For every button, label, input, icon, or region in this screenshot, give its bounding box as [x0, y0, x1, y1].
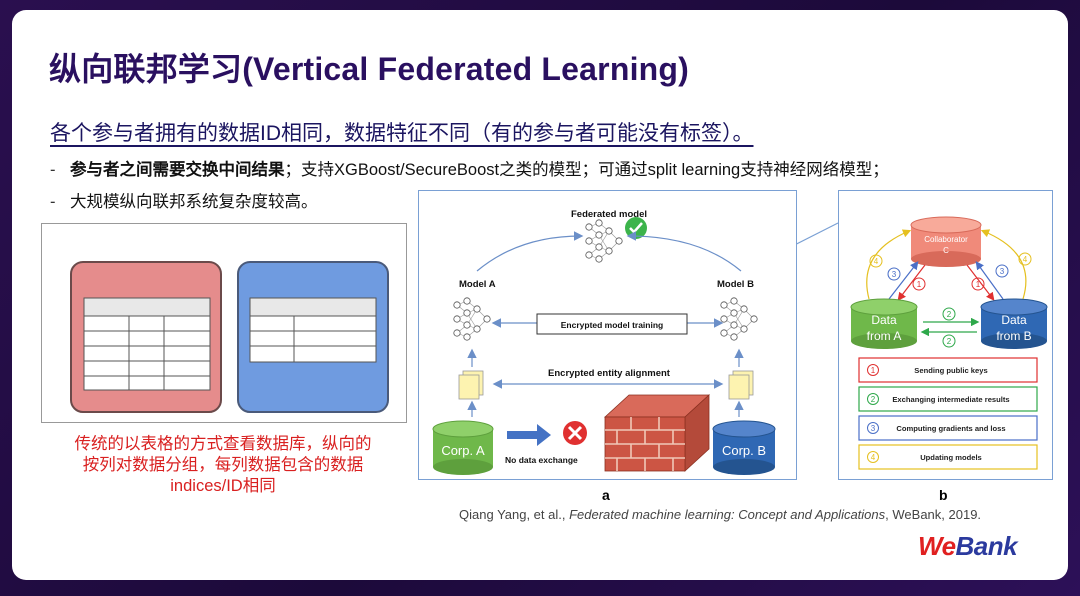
slide-subtitle: 各个参与者拥有的数据ID相同，数据特征不同（有的参与者可能没有标签）。	[50, 122, 754, 145]
database-table-illustration	[41, 223, 407, 423]
table-illustration-svg	[70, 261, 389, 413]
corp-a-database-icon	[432, 420, 494, 475]
step-2-top: 2	[947, 310, 952, 319]
data-a-label-1: Data	[871, 313, 897, 327]
bullet-2: -大规模纵向联邦系统复杂度较高。	[50, 188, 318, 212]
data-a-database-icon	[850, 298, 918, 349]
legend-item-box	[858, 386, 1038, 412]
arrow-update-b	[980, 229, 1027, 300]
no-data-exchange-label: No data exchange	[505, 455, 578, 465]
legend-item: 3 Computing gradients and loss	[858, 415, 1038, 441]
legend-item-box	[858, 444, 1038, 470]
corp-a-label: Corp. A	[441, 443, 485, 458]
legend-number-circle	[867, 393, 879, 405]
arrow-key-b	[966, 264, 995, 301]
legend-number: 2	[871, 395, 876, 404]
data-b-label-2: from B	[996, 329, 1031, 343]
collaborator-label-2: C	[943, 246, 949, 255]
step-number-circles: 4 3 1 4 3 1	[869, 252, 1032, 291]
federated-model-network-icon	[585, 219, 623, 263]
legend-item: 1 Sending public keys	[858, 357, 1038, 383]
legend-number-circle	[867, 451, 879, 463]
blocked-x-icon	[563, 421, 587, 445]
arrow-a-to-federated	[476, 231, 584, 272]
legend-text: Exchanging intermediate results	[892, 395, 1009, 404]
legend-text: Sending public keys	[914, 366, 987, 375]
table-caption: 传统的以表格的方式查看数据库，纵向的 按列对数据分组，每列数据包含的数据 ind…	[41, 434, 405, 497]
document-b-icon	[728, 370, 754, 400]
collaborator-database-icon	[910, 216, 982, 267]
figure-a-label: a	[602, 487, 610, 503]
figure-a-svg: Federated model Model A Model B Encrypte…	[432, 209, 776, 475]
caption-line-2: 按列对数据分组，每列数据包含的数据	[82, 456, 364, 474]
legend-text: Computing gradients and loss	[896, 424, 1005, 433]
figure-b-svg: Collaborator C 4 3 1 4 3 1	[850, 216, 1048, 470]
legend-text: Updating models	[920, 453, 982, 462]
step-4-right: 4	[1023, 255, 1028, 264]
figure-a-panel: Federated model Model A Model B Encrypte…	[418, 190, 797, 480]
legend-item-box	[858, 415, 1038, 441]
model-a-network-icon	[453, 297, 491, 341]
legend-number-circle	[867, 422, 879, 434]
citation-author: Qiang Yang, et al.,	[459, 507, 570, 522]
caption-line-1: 传统的以表格的方式查看数据库，纵向的	[74, 435, 372, 453]
bullet-1-text: ；支持XGBoost/SecureBoost之类的模型；可通过split lea…	[284, 161, 889, 179]
caption-line-3: indices/ID相同	[170, 477, 276, 495]
arrow-gradient-a	[888, 261, 919, 300]
legend-number: 1	[871, 366, 876, 375]
legend-number-circle	[867, 364, 879, 376]
collaborator-label-1: Collaborator	[924, 235, 968, 244]
arrow-update-a	[866, 229, 912, 300]
data-exchange-arrow-icon	[507, 424, 551, 446]
federated-model-label: Federated model	[571, 209, 647, 220]
arrow-b-to-federated	[626, 231, 742, 272]
model-b-network-icon	[720, 297, 758, 341]
step-3-left: 3	[892, 270, 897, 279]
encrypted-training-label: Encrypted model training	[561, 320, 664, 330]
slide: 纵向联邦学习(Vertical Federated Learning) 各个参与…	[12, 10, 1068, 580]
webank-logo: WeBank	[918, 531, 1018, 562]
model-b-label: Model B	[717, 279, 754, 290]
step-1-right: 1	[976, 280, 981, 289]
bullet-1-bold: 参与者之间需要交换中间结果	[70, 161, 285, 179]
legend-number: 4	[871, 453, 876, 462]
left-table-grid	[83, 297, 211, 391]
step-4-left: 4	[874, 257, 879, 266]
legend-item: 4 Updating models	[858, 444, 1038, 470]
logo-part-bank: Bank	[955, 531, 1018, 561]
data-b-database-icon	[980, 298, 1048, 349]
legend-item: 2 Exchanging intermediate results	[858, 386, 1038, 412]
bullet-1: -参与者之间需要交换中间结果；支持XGBoost/SecureBoost之类的模…	[50, 156, 889, 180]
figure-b-legend: 1 Sending public keys 2 Exchanging intermed…	[858, 357, 1038, 470]
slide-title: 纵向联邦学习(Vertical Federated Learning)	[49, 51, 690, 87]
data-a-label-2: from A	[867, 329, 902, 343]
right-table-grid	[249, 297, 377, 363]
step-2-bottom: 2	[947, 337, 952, 346]
exchange-step-circles: 2 2	[942, 307, 956, 348]
bullet-dash: -	[50, 161, 56, 179]
legend-item-box	[858, 357, 1038, 383]
figure-b-label: b	[939, 487, 948, 503]
model-a-label: Model A	[459, 279, 496, 290]
citation: Qiang Yang, et al., Federated machine le…	[459, 507, 981, 522]
step-1-left: 1	[917, 280, 922, 289]
document-a-icon	[458, 370, 484, 400]
legend-number: 3	[871, 424, 876, 433]
citation-rest: , WeBank, 2019.	[885, 507, 982, 522]
corp-b-database-icon	[712, 420, 776, 475]
brick-wall-icon	[603, 394, 711, 472]
corp-b-label: Corp. B	[722, 443, 766, 458]
arrow-gradient-b	[975, 261, 1004, 300]
figure-b-panel: Collaborator C 4 3 1 4 3 1	[838, 190, 1053, 480]
entity-alignment-label: Encrypted entity alignment	[548, 368, 671, 379]
bullet-dash: -	[50, 193, 56, 211]
encrypted-training-box	[536, 313, 688, 335]
data-b-label-1: Data	[1001, 313, 1027, 327]
logo-part-we: We	[918, 531, 956, 561]
arrow-key-a	[897, 264, 926, 301]
bullet-2-text: 大规模纵向联邦系统复杂度较高。	[70, 193, 318, 211]
citation-work: Federated machine learning: Concept and …	[569, 507, 886, 522]
step-3-right: 3	[1000, 267, 1005, 276]
